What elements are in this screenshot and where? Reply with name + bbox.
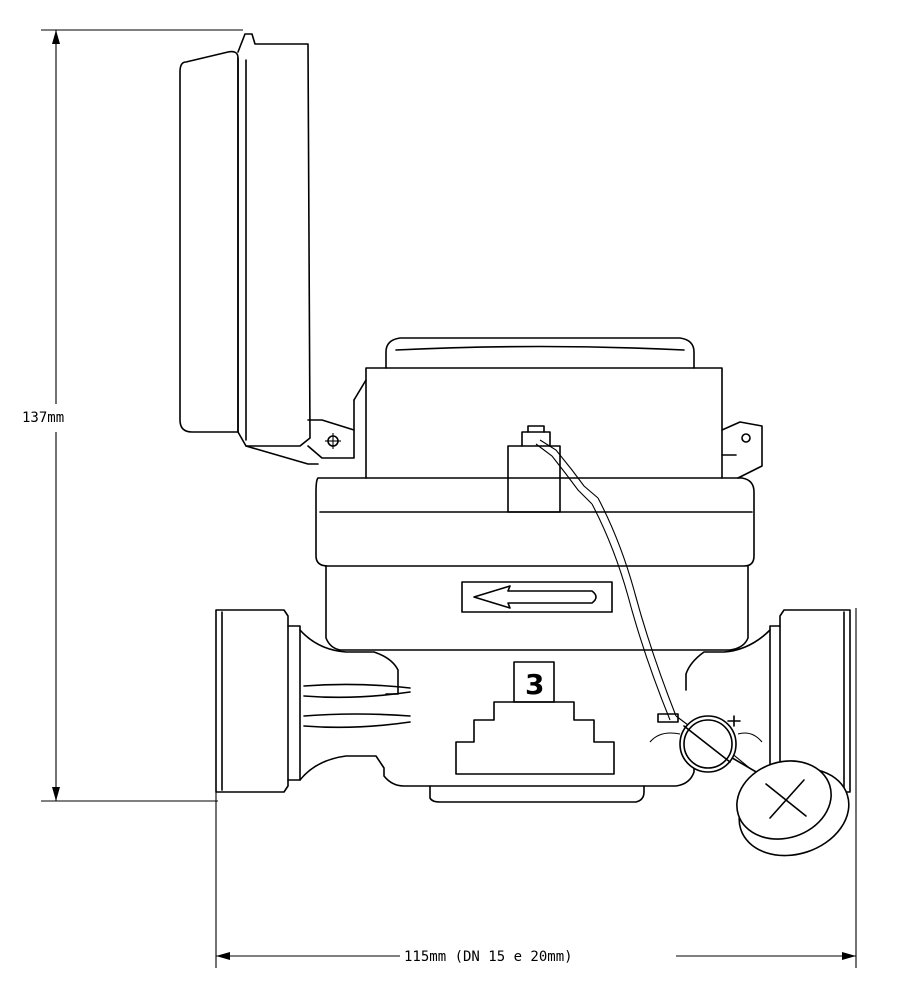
height-arrow-bottom — [52, 787, 60, 801]
width-arrow-right — [842, 952, 856, 960]
open-lid — [179, 33, 355, 465]
flow-arrow-frame — [461, 581, 613, 613]
seal-cap — [736, 760, 850, 857]
tamper-seal-ring — [649, 713, 763, 773]
left-connection — [215, 609, 289, 793]
flow-arrow-icon — [473, 585, 597, 609]
bottom-plate — [429, 785, 645, 803]
body-ring — [315, 477, 755, 651]
height-dimension: 137mm — [22, 29, 243, 802]
height-label: 137mm — [22, 410, 64, 426]
width-arrow-left — [216, 952, 230, 960]
width-dimension: 115mm (DN 15 e 20mm) — [215, 608, 857, 968]
hinge-hole-right — [741, 433, 751, 443]
height-arrow-top — [52, 30, 60, 44]
class-marking: 3 — [525, 668, 544, 701]
stepped-nameplate — [455, 701, 615, 775]
register-housing — [353, 337, 763, 513]
width-label: 115mm (DN 15 e 20mm) — [404, 949, 573, 965]
